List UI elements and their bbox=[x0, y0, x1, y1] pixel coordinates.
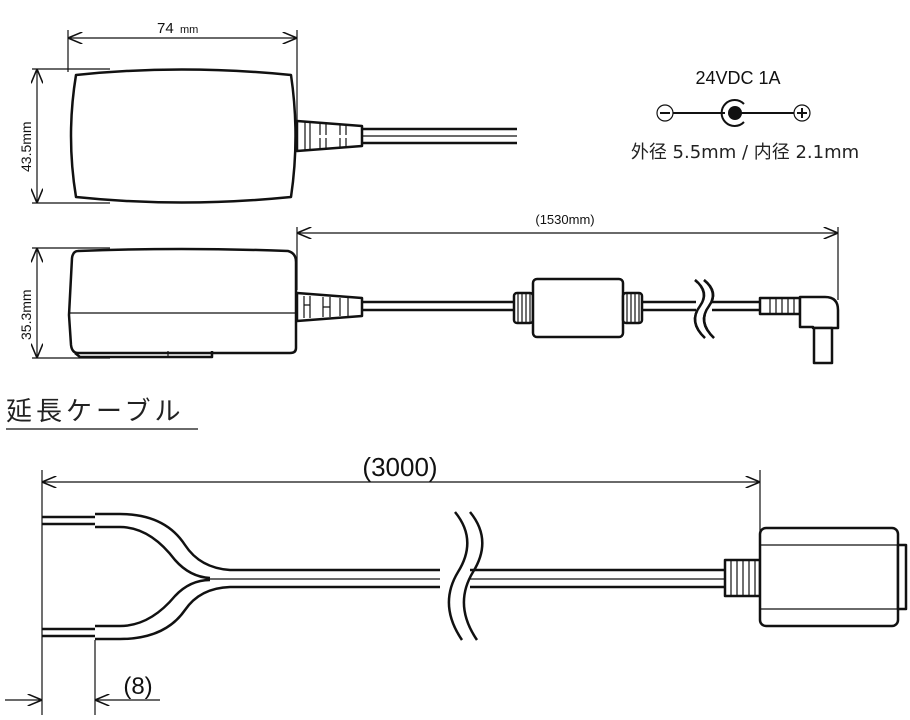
strain-relief bbox=[295, 119, 364, 153]
dc-plug-tip bbox=[812, 326, 834, 365]
output-spec: 24VDC 1A 外径 5.5mm / 内径 2.1mm bbox=[631, 68, 859, 163]
adapter-side-view: (1530mm) 35.3mm bbox=[18, 212, 840, 365]
output-rating: 24VDC 1A bbox=[695, 68, 780, 88]
dc-plug-body bbox=[798, 295, 840, 330]
cable bbox=[362, 127, 517, 145]
polarity-symbol bbox=[656, 99, 811, 127]
side-body bbox=[67, 247, 298, 355]
adapter-top-view: 74 mm 43.5mm bbox=[18, 20, 517, 204]
side-cable bbox=[362, 300, 513, 312]
width-unit: mm bbox=[180, 24, 198, 36]
height-label: 43.5mm bbox=[18, 121, 34, 172]
ferrite-end-right bbox=[621, 291, 644, 325]
ferrite-core bbox=[531, 277, 625, 339]
extension-title: 延長ケーブル bbox=[6, 397, 184, 427]
side-height-label: 35.3mm bbox=[18, 289, 34, 340]
extension-break-symbol bbox=[447, 511, 484, 641]
extension-cable-drawing: 延長ケーブル (3000) (8) bbox=[5, 397, 908, 715]
width-label: 74 bbox=[157, 20, 174, 37]
cable-length-label: (1530mm) bbox=[535, 212, 594, 227]
dc-jack-body bbox=[758, 526, 900, 628]
side-strain-relief bbox=[295, 291, 364, 323]
strip-length-label: (8) bbox=[123, 673, 152, 700]
stripped-wire-ends bbox=[42, 515, 95, 638]
wire-upper bbox=[95, 512, 725, 572]
extension-length-label: (3000) bbox=[362, 452, 437, 482]
plug-size: 外径 5.5mm / 内径 2.1mm bbox=[631, 142, 859, 163]
adapter-body bbox=[69, 68, 297, 204]
wire-lower bbox=[95, 578, 211, 628]
